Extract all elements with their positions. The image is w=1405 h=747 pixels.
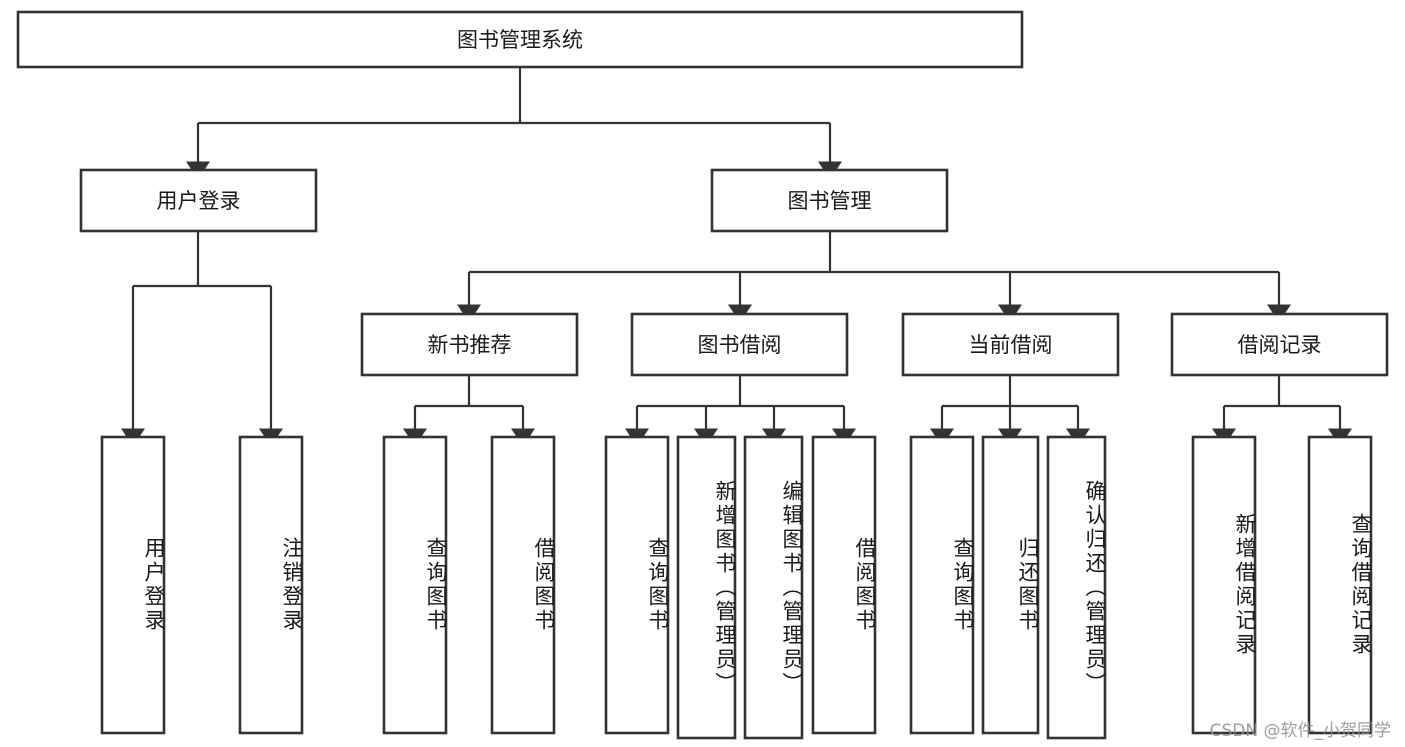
- leaf-box-add-book-admin[interactable]: [676, 435, 737, 740]
- leaf-box-logout-login[interactable]: [238, 435, 304, 735]
- leaf-box-edit-book-admin[interactable]: [743, 435, 804, 740]
- node-root[interactable]: 图书管理系统: [16, 10, 1024, 69]
- node-current-borrow-label: 当前借阅: [969, 333, 1053, 357]
- leaf-box-query-book-2[interactable]: [604, 435, 670, 735]
- node-new-book-recommend[interactable]: 新书推荐: [360, 312, 579, 377]
- leaf-box-confirm-return-admin[interactable]: [1046, 435, 1107, 740]
- node-user-login-label: 用户登录: [157, 189, 241, 213]
- node-book-borrow[interactable]: 图书借阅: [630, 312, 849, 377]
- leaf-box-borrow-book-2[interactable]: [811, 435, 877, 735]
- node-user-login[interactable]: 用户登录: [79, 168, 318, 233]
- leaf-box-query-book-3[interactable]: [909, 435, 975, 735]
- leaf-box-return-book[interactable]: [981, 435, 1040, 735]
- node-root-label: 图书管理系统: [457, 28, 583, 52]
- csdn-watermark: CSDN @软件_小贺同学: [1209, 721, 1391, 741]
- leaf-box-add-borrow-record[interactable]: [1191, 435, 1257, 735]
- leaf-box-borrow-book-1[interactable]: [490, 435, 556, 735]
- node-borrow-record-label: 借阅记录: [1238, 333, 1322, 357]
- node-book-borrow-label: 图书借阅: [698, 333, 782, 357]
- leaf-box-query-book-1[interactable]: [382, 435, 448, 735]
- leaf-box-query-borrow-record[interactable]: [1307, 435, 1373, 735]
- leaf-box-user-login[interactable]: [100, 435, 166, 735]
- node-book-management[interactable]: 图书管理: [710, 168, 949, 233]
- node-borrow-record[interactable]: 借阅记录: [1170, 312, 1389, 377]
- node-current-borrow[interactable]: 当前借阅: [901, 312, 1120, 377]
- node-new-book-recommend-label: 新书推荐: [428, 333, 512, 357]
- node-book-management-label: 图书管理: [788, 189, 872, 213]
